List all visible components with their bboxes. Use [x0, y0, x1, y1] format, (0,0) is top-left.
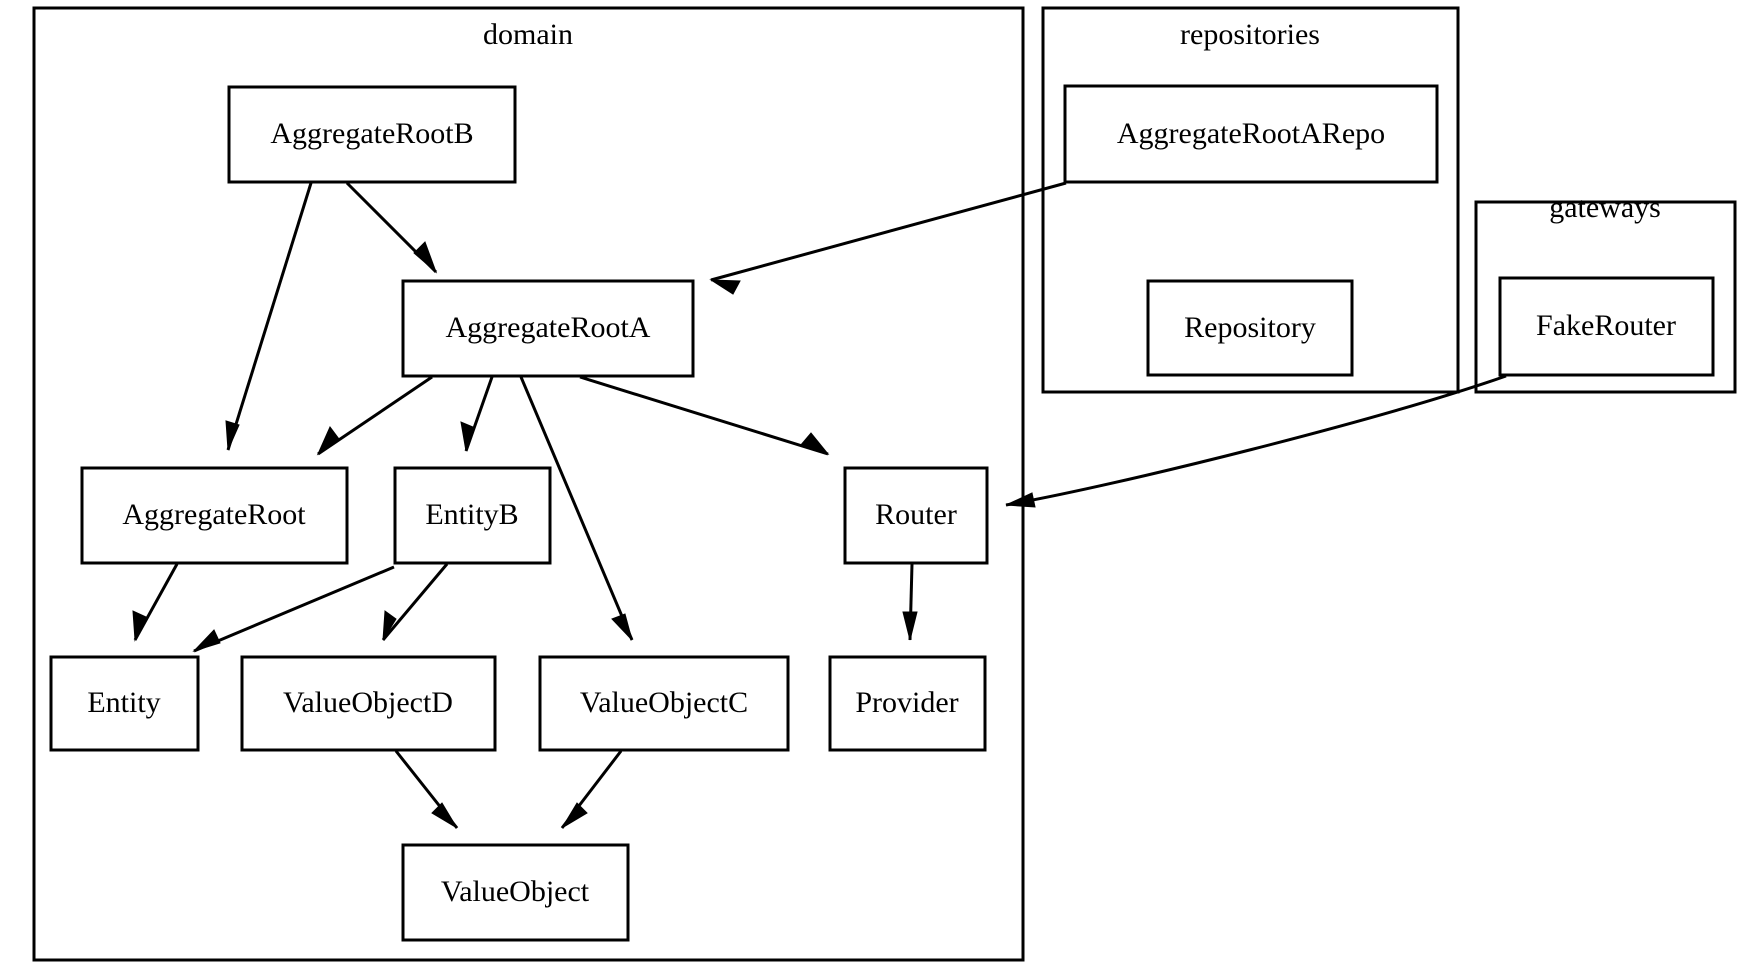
edge-fakerouter-to-router: [1005, 374, 1507, 508]
cluster-repositories: repositories: [1041, 6, 1460, 394]
nodes-layer: AggregateRootB AggregateRootA AggregateR…: [49, 84, 1715, 942]
node-provider[interactable]: Provider: [828, 655, 987, 752]
cluster-repositories-label: repositories: [1180, 18, 1320, 51]
edge-aggregateroota-to-router: [579, 375, 830, 456]
node-repository-label: Repository: [1184, 311, 1316, 344]
edge-aggregaterootb-to-aggregateroot: [225, 182, 313, 451]
node-aggregateroota[interactable]: AggregateRootA: [401, 279, 695, 378]
edge-router-to-provider: [902, 563, 918, 641]
node-aggregaterootarepo-box[interactable]: [1063, 84, 1439, 184]
node-aggregateroot-label: AggregateRoot: [122, 498, 306, 531]
node-valueobject-label: ValueObject: [441, 875, 590, 908]
edge-aggregaterootarepo-to-aggregateroota: [709, 181, 1067, 295]
node-provider-box[interactable]: [828, 655, 987, 752]
node-fakerouter[interactable]: FakeRouter: [1498, 276, 1715, 377]
node-valueobjectc[interactable]: ValueObjectC: [538, 655, 790, 752]
node-valueobjectc-box[interactable]: [538, 655, 790, 752]
node-entityb-box[interactable]: [393, 466, 552, 565]
edge-aggregateroota-to-entityb: [460, 376, 494, 452]
edge-aggregateroota-to-aggregateroot: [316, 375, 433, 456]
node-repository[interactable]: Repository: [1146, 279, 1354, 377]
edge-aggregateroota-to-valueobjectc: [519, 376, 634, 641]
node-valueobjectd-box[interactable]: [240, 655, 497, 752]
cluster-gateways-label: gateways: [1549, 191, 1661, 224]
cluster-gateways: gateways: [1474, 191, 1737, 394]
node-aggregateroota-label: AggregateRootA: [446, 311, 651, 344]
node-valueobjectd[interactable]: ValueObjectD: [240, 655, 497, 752]
edge-entityb-to-entity: [192, 565, 395, 653]
cluster-domain: domain: [32, 6, 1025, 962]
edges-layer: [132, 181, 1507, 829]
cluster-repositories-border: [1041, 6, 1460, 394]
node-entity-box[interactable]: [49, 655, 200, 752]
node-router[interactable]: Router: [843, 466, 989, 565]
node-aggregaterootarepo[interactable]: AggregateRootARepo: [1063, 84, 1439, 184]
node-aggregaterootb[interactable]: AggregateRootB: [227, 85, 517, 184]
cluster-gateways-border: [1474, 200, 1737, 394]
node-valueobject-box[interactable]: [401, 843, 630, 942]
cluster-domain-border: [32, 6, 1025, 962]
node-valueobject[interactable]: ValueObject: [401, 843, 630, 942]
node-aggregaterootb-label: AggregateRootB: [270, 117, 473, 150]
node-provider-label: Provider: [855, 686, 958, 719]
node-entity[interactable]: Entity: [49, 655, 200, 752]
node-fakerouter-label: FakeRouter: [1536, 309, 1676, 342]
node-router-label: Router: [875, 498, 957, 531]
edge-aggregateroot-to-entity: [132, 563, 179, 642]
node-aggregaterootb-box[interactable]: [227, 85, 517, 184]
node-entityb-label: EntityB: [425, 498, 518, 531]
node-aggregateroot[interactable]: AggregateRoot: [80, 466, 349, 565]
edge-valueobjectc-to-valueobject: [560, 750, 623, 829]
node-valueobjectc-label: ValueObjectC: [580, 686, 748, 719]
node-router-box[interactable]: [843, 466, 989, 565]
node-repository-box[interactable]: [1146, 279, 1354, 377]
node-aggregateroota-box[interactable]: [401, 279, 695, 378]
node-valueobjectd-label: ValueObjectD: [283, 686, 453, 719]
node-fakerouter-box[interactable]: [1498, 276, 1715, 377]
node-entity-label: Entity: [87, 686, 160, 719]
cluster-domain-label: domain: [483, 18, 573, 51]
edge-entityb-to-valueobjectd: [381, 563, 449, 641]
edge-valueobjectd-to-valueobject: [394, 750, 459, 829]
node-aggregateroot-box[interactable]: [80, 466, 349, 565]
node-entityb[interactable]: EntityB: [393, 466, 552, 565]
edge-aggregaterootb-to-aggregateroota: [345, 181, 438, 274]
node-aggregaterootarepo-label: AggregateRootARepo: [1117, 117, 1385, 150]
